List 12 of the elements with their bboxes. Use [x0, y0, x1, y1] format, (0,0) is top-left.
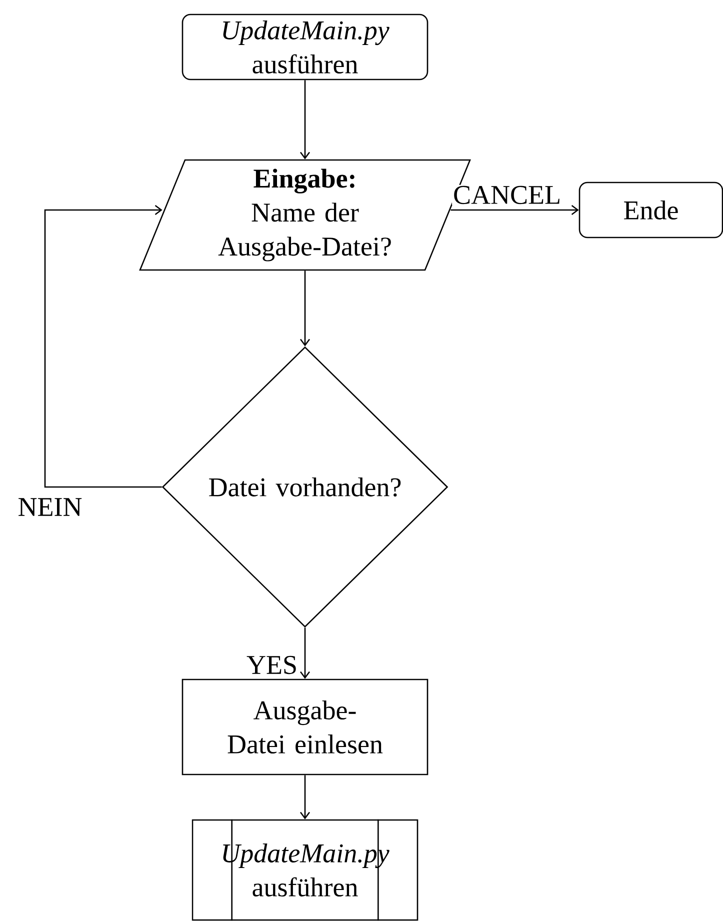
- arrow: [300, 270, 310, 346]
- edge-label: CANCEL: [452, 184, 562, 206]
- arrow: [300, 80, 310, 160]
- edge-label: YES: [246, 654, 298, 676]
- arrow: [450, 204, 579, 216]
- process-box: Ausgabe- Datei einlesen: [182, 678, 428, 776]
- arrow: [44, 204, 162, 488]
- arrow: [300, 775, 310, 820]
- arrow: [300, 628, 310, 679]
- terminal-box: UpdateMain.py ausführen: [182, 14, 428, 80]
- edge-label: NEIN: [16, 497, 84, 517]
- terminal-box: Ende: [578, 182, 723, 238]
